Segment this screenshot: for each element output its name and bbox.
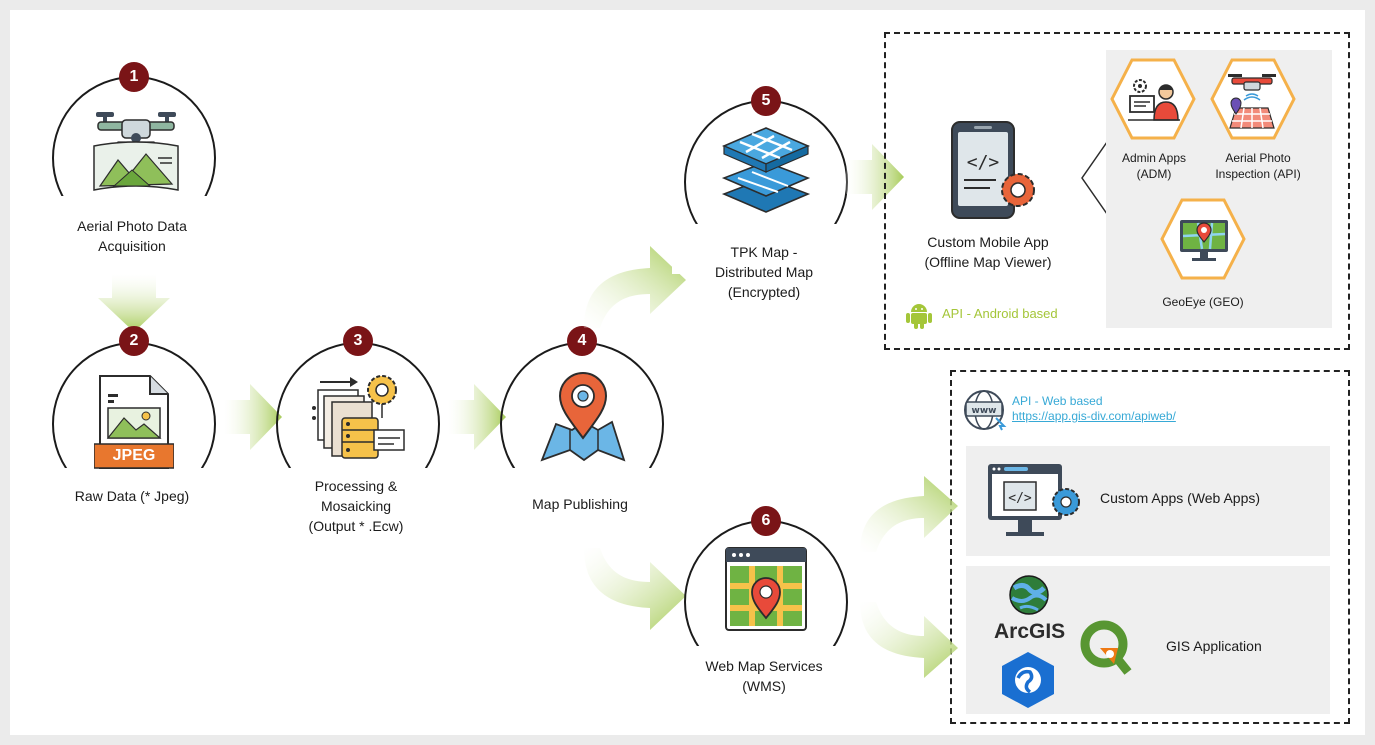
- arrow-4-to-5: [578, 228, 688, 332]
- monitor-map-icon: [1178, 216, 1230, 264]
- map-pin-icon: [538, 368, 628, 468]
- arrow-4-to-6: [578, 544, 688, 648]
- arrow-6-to-gis: [856, 598, 960, 694]
- stage-3-badge: 3: [343, 326, 373, 356]
- jpeg-file-icon: [94, 374, 174, 470]
- gis-application-label: GIS Application: [1166, 638, 1262, 654]
- www-globe-icon: www: [962, 388, 1008, 432]
- arcgis-logo-text: ArcGIS: [994, 620, 1066, 643]
- arcgis-pro-icon: [1000, 650, 1056, 710]
- arcgis-globe-icon: [1008, 574, 1050, 616]
- custom-web-apps-label: Custom Apps (Web Apps): [1100, 490, 1261, 506]
- stage-3-label: Processing & Mosaicking (Output * .Ecw): [308, 478, 404, 534]
- svg-text:</>: </>: [1008, 491, 1032, 506]
- arrow-6-to-custom-apps: [856, 460, 960, 556]
- desktop-code-icon: </>: [986, 462, 1082, 546]
- stage-6-label: Web Map Services (WMS): [705, 658, 823, 694]
- android-platform-label: API - Android based: [942, 306, 1058, 321]
- web-api-url-link[interactable]: https://app.gis-div.com/apiweb/: [1012, 409, 1176, 423]
- arrow-3-to-4: [448, 382, 506, 452]
- geoeye-label: GeoEye (GEO): [1162, 295, 1244, 309]
- stage-5-label: TPK Map - Distributed Map (Encrypted): [714, 244, 814, 300]
- web-api-title: API - Web based: [1012, 394, 1103, 408]
- bracket-connector: [1078, 130, 1118, 230]
- admin-user-icon: [1128, 78, 1180, 122]
- mobile-section-box: [884, 32, 1350, 350]
- stage-4-badge: 4: [567, 326, 597, 356]
- processing-server-icon: [310, 368, 410, 464]
- stage-4-label: Map Publishing: [532, 496, 628, 512]
- svg-text:</>: </>: [967, 152, 1000, 173]
- aerial-inspection-label: Aerial Photo Inspection (API): [1215, 151, 1301, 181]
- arrow-1-to-2: [98, 274, 170, 334]
- mobile-phone-icon: </>: [946, 118, 1042, 222]
- jpeg-badge-text: JPEG: [112, 447, 156, 464]
- stage-2-badge: 2: [119, 326, 149, 356]
- stage-2-label: Raw Data (* Jpeg): [74, 488, 190, 504]
- admin-apps-label: Admin Apps (ADM): [1121, 151, 1187, 181]
- stage-6-badge: 6: [751, 506, 781, 536]
- arrow-5-to-mobile: [846, 142, 904, 212]
- web-section-box: [950, 370, 1350, 724]
- stage-5-badge: 5: [751, 86, 781, 116]
- stage-1-label: Aerial Photo Data Acquisition: [77, 218, 187, 254]
- svg-text:www: www: [972, 406, 997, 416]
- android-icon: [904, 300, 934, 330]
- arrow-2-to-3: [224, 382, 282, 452]
- stage-1-badge: 1: [119, 62, 149, 92]
- qgis-icon: [1078, 618, 1134, 678]
- mobile-app-label: Custom Mobile App (Offline Map Viewer): [924, 234, 1052, 270]
- diagram-canvas: 1 Aerial Photo Data Acquisition 2: [10, 10, 1365, 735]
- layered-map-icon: [718, 122, 814, 218]
- drone-grid-icon: [1222, 70, 1282, 130]
- drone-icon: [88, 108, 184, 198]
- web-map-icon: [724, 546, 808, 632]
